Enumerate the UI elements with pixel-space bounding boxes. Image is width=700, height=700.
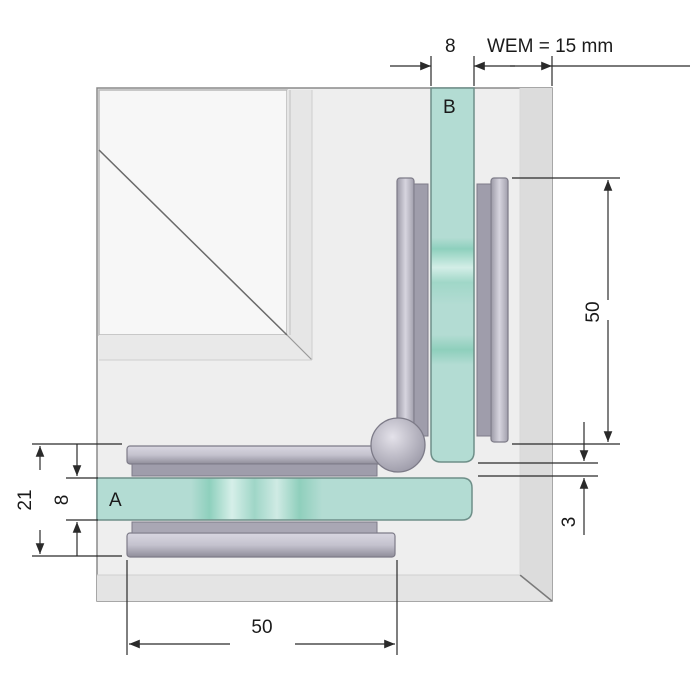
dimension-bottom [126, 560, 398, 655]
glass-panel-a: A [96, 477, 473, 521]
dim-left-total: 21 [15, 489, 36, 510]
hinge-knuckle [370, 417, 426, 473]
dim-right-length: 50 [583, 301, 604, 322]
dim-gap: 3 [559, 517, 580, 528]
dimension-right [512, 177, 620, 445]
glass-a-label: A [109, 490, 122, 511]
dimension-left [32, 443, 122, 557]
dim-top-thickness: 8 [445, 36, 456, 57]
dim-wem: WEM = 15 mm [487, 36, 613, 57]
dimension-gap [478, 422, 598, 535]
glass-panel-b: B [430, 87, 475, 463]
vertical-clamp [396, 177, 509, 443]
glass-b-label: B [443, 97, 456, 118]
dim-bottom-length: 50 [251, 617, 272, 638]
dimension-top [390, 56, 690, 86]
dim-left-thickness: 8 [52, 495, 73, 506]
horizontal-clamp [126, 417, 426, 558]
